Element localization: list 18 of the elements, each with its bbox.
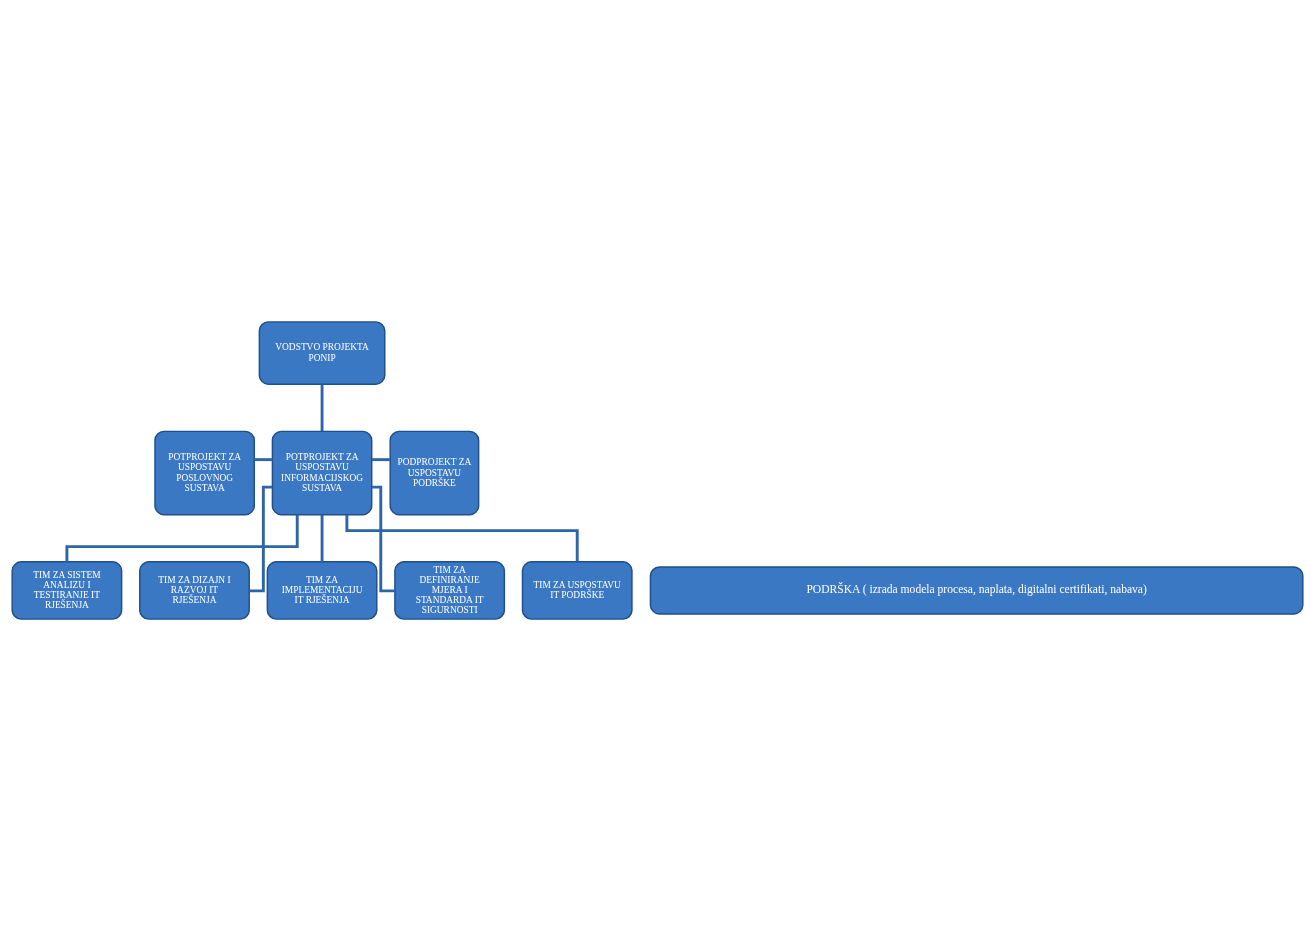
- connector: [254, 458, 273, 462]
- node-box: PODRŠKA ( izrada modela procesa, naplata, digitalni certifikati, nabava): [649, 566, 1304, 615]
- node-box: TIM ZA SISTEM ANALIZU I TESTIRANJE IT RJEŠENJA: [11, 561, 123, 620]
- node-box: TIM ZA USPOSTAVU IT PODRŠKE: [521, 561, 633, 620]
- node-box: POTPROJEKT ZA USPOSTAVU POSLOVNOG SUSTAVA: [154, 430, 255, 516]
- node-box: TIM ZA DIZAJN I RAZVOJ IT RJEŠENJA: [139, 561, 250, 620]
- node-box: VODSTVO PROJEKTA PONIP: [258, 321, 386, 385]
- node-box: TIM ZA DEFINIRANJE MJERA I STANDARDA IT SIGURNOSTI: [394, 561, 506, 620]
- connector: [249, 485, 273, 593]
- connector: [372, 458, 390, 462]
- node-box: POTPROJEKT ZA USPOSTAVU INFORMACIJSKOG SUSTAVA: [271, 430, 373, 516]
- node-box: TIM ZA IMPLEMENTACIJU IT RJEŠENJA: [266, 561, 378, 620]
- connector: [320, 514, 324, 562]
- node-box: PODPROJEKT ZA USPOSTAVU PODRŠKE: [389, 430, 480, 516]
- connector: [320, 384, 324, 432]
- connector: [371, 485, 395, 593]
- connector: [65, 514, 299, 562]
- connector: [345, 514, 579, 562]
